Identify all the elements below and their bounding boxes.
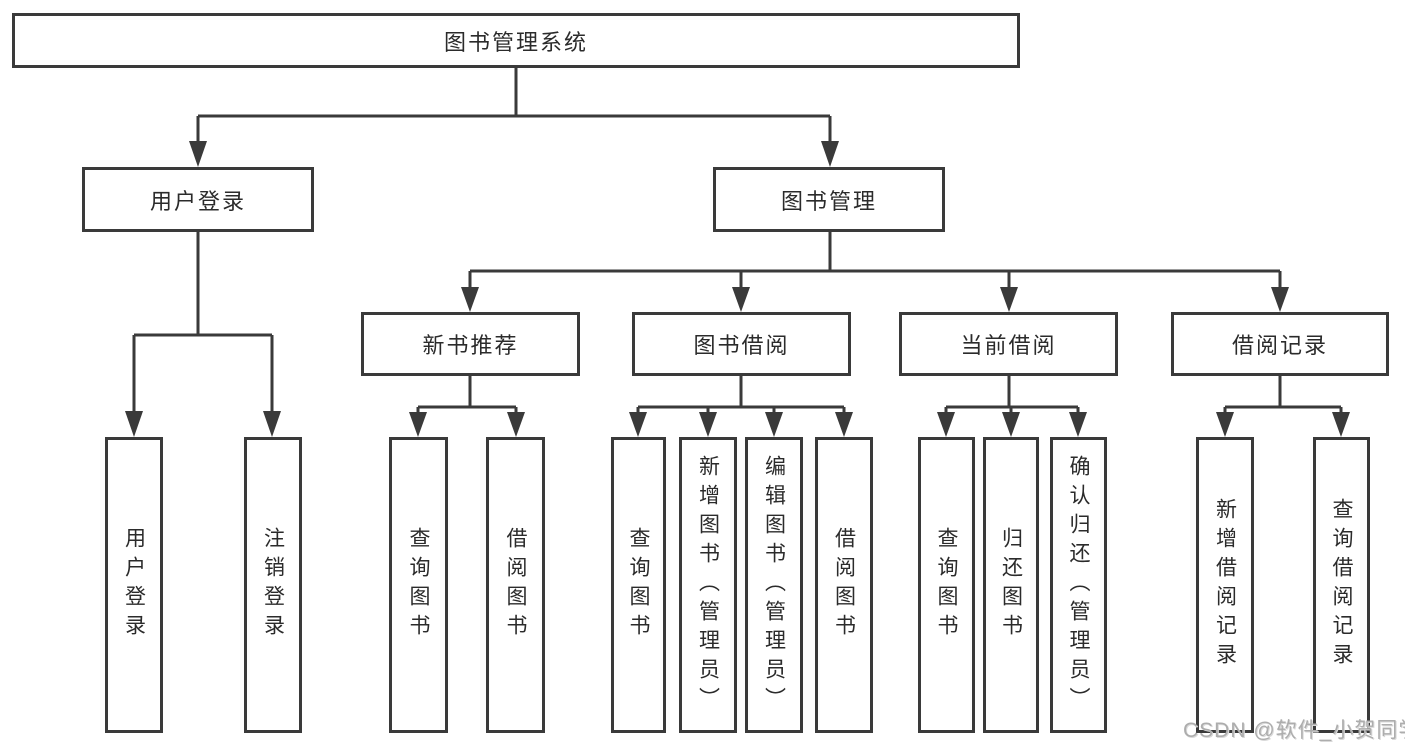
node-label: 新增图书（管理员） <box>696 454 720 716</box>
csdn-watermark: CSDN @软件_小贺同学 <box>1183 719 1405 742</box>
node-new-book-recommend: 新书推荐 <box>361 312 580 376</box>
arrowhead <box>835 412 853 437</box>
leaf-return-books: 归还图书 <box>983 437 1039 733</box>
leaf-confirm-return-admin: 确认归还（管理员） <box>1050 437 1107 733</box>
leaf-query-books-current: 查询图书 <box>918 437 975 733</box>
node-label: 查询借阅记录 <box>1330 498 1353 672</box>
node-label: 归还图书 <box>999 527 1023 643</box>
arrowhead <box>1216 412 1234 437</box>
arrowhead <box>189 141 207 167</box>
connector-records-to-leaves <box>1216 376 1350 437</box>
leaf-logout: 注销登录 <box>244 437 302 733</box>
node-label: 图书管理系统 <box>443 29 588 55</box>
leaf-borrow-books: 借阅图书 <box>815 437 873 733</box>
leaf-query-books-borrow: 查询图书 <box>611 437 666 733</box>
arrowhead <box>765 412 783 437</box>
arrowhead <box>1332 412 1350 437</box>
arrowhead <box>507 412 525 437</box>
arrowhead <box>629 412 647 437</box>
leaf-user-login: 用户登录 <box>105 437 163 733</box>
arrowhead <box>732 287 750 312</box>
leaf-add-borrow-record: 新增借阅记录 <box>1196 437 1254 733</box>
connector-bookmgmt-to-level3 <box>461 232 1289 312</box>
node-label: 编辑图书（管理员） <box>762 454 786 716</box>
node-label: 查询图书 <box>627 527 650 643</box>
arrowhead <box>1271 287 1289 312</box>
node-borrow-records: 借阅记录 <box>1171 312 1389 376</box>
arrowhead <box>1002 412 1020 437</box>
arrowhead <box>263 411 281 437</box>
arrowhead <box>821 141 839 167</box>
node-label: 借阅图书 <box>504 527 527 643</box>
connector-current-to-leaves <box>937 376 1087 437</box>
leaf-query-borrow-record: 查询借阅记录 <box>1313 437 1370 733</box>
arrowhead <box>1000 287 1018 312</box>
arrowhead <box>699 412 717 437</box>
leaf-edit-books-admin: 编辑图书（管理员） <box>745 437 803 733</box>
connector-userlogin-to-leaves <box>125 232 281 437</box>
node-book-borrow: 图书借阅 <box>632 312 851 376</box>
node-user-login: 用户登录 <box>82 167 314 232</box>
node-label: 借阅图书 <box>832 527 856 643</box>
node-label: 当前借阅 <box>960 333 1057 358</box>
leaf-query-books-recommend: 查询图书 <box>389 437 448 733</box>
connector-root-to-level2 <box>189 68 839 167</box>
node-label: 图书借阅 <box>693 333 790 358</box>
node-label: 新书推荐 <box>422 333 519 358</box>
connector-newbooks-to-leaves <box>409 376 525 437</box>
node-label: 确认归还（管理员） <box>1067 454 1090 716</box>
node-current-borrow: 当前借阅 <box>899 312 1118 376</box>
node-label: 用户登录 <box>149 188 246 214</box>
arrowhead <box>125 411 143 437</box>
node-label: 用户登录 <box>122 527 146 643</box>
arrowhead <box>461 287 479 312</box>
node-label: 图书管理 <box>780 188 877 214</box>
node-root-system: 图书管理系统 <box>12 13 1020 68</box>
leaf-borrow-books-recommend: 借阅图书 <box>486 437 545 733</box>
node-label: 注销登录 <box>261 527 285 643</box>
node-label: 新增借阅记录 <box>1213 498 1237 672</box>
leaf-add-books-admin: 新增图书（管理员） <box>679 437 737 733</box>
arrowhead <box>409 412 427 437</box>
arrowhead <box>1069 412 1087 437</box>
node-label: 查询图书 <box>935 527 958 643</box>
node-label: 查询图书 <box>407 527 430 643</box>
node-book-management: 图书管理 <box>713 167 945 232</box>
arrowhead <box>937 412 955 437</box>
connector-borrow-to-leaves <box>629 376 853 437</box>
node-label: 借阅记录 <box>1231 333 1328 358</box>
